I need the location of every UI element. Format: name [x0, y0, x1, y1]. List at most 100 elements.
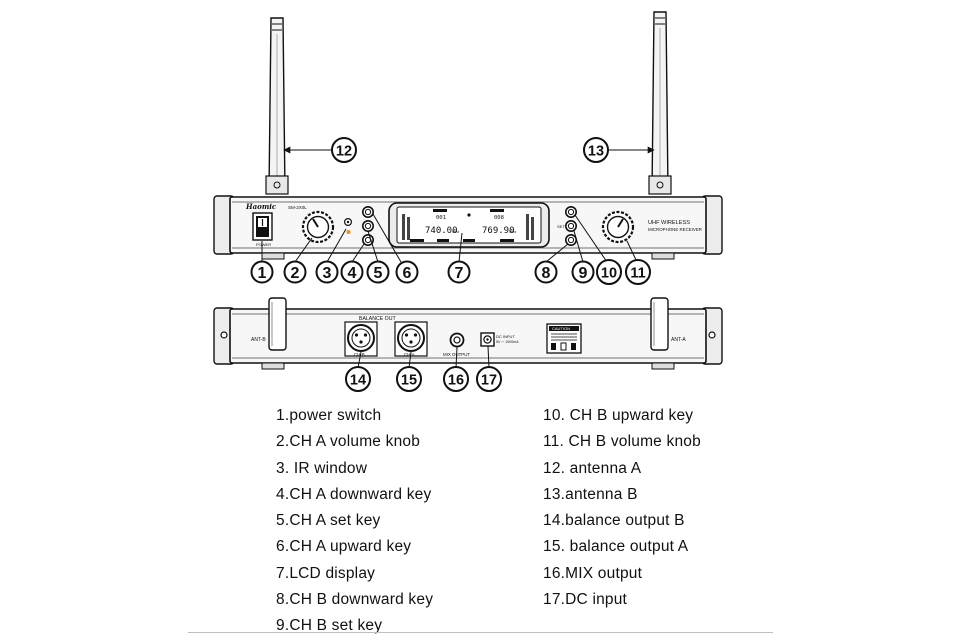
- ant-a-label: ANT-A: [671, 337, 686, 343]
- callout-10-label: 10: [601, 266, 617, 282]
- dc-input-spec: 5V ⎓ 1000mA: [496, 340, 519, 344]
- lcd-display: 001 008 740.00 MHz 769.90 MHz: [388, 202, 550, 248]
- callout-2: 2: [283, 260, 307, 284]
- caution-sticker: CAUTION: [546, 323, 582, 354]
- callout-1-label: 1: [258, 265, 267, 282]
- callout-16: 16: [443, 366, 469, 392]
- uhf-subtitle: MICROPHONE RECEIVER: [648, 227, 702, 232]
- lcd-meter-left: [402, 214, 410, 240]
- caution-label: CAUTION: [552, 326, 570, 331]
- legend-item-ch-a-set-key: 5.CH A set key: [276, 512, 381, 530]
- balance-output-b-connector[interactable]: CH-B: [344, 321, 378, 357]
- lcd-ch-a-unit: MHz: [452, 230, 459, 234]
- rear-antenna-b-base: [268, 297, 287, 351]
- callout-7: 7: [447, 260, 471, 284]
- uhf-title: UHF WIRELESS: [648, 220, 690, 226]
- ch-b-label: CH-B: [354, 352, 365, 357]
- callout-12: 12: [331, 137, 357, 163]
- legend-item-ch-a-downward-key: 4.CH A downward key: [276, 485, 432, 503]
- legend-item-balance-output-b: 14.balance output B: [543, 512, 685, 530]
- legend-item-antenna-a: 12. antenna A: [543, 459, 642, 477]
- ch-b-volume-knob[interactable]: [601, 210, 635, 244]
- legend-item-ch-a-volume-knob: 2.CH A volume knob: [276, 433, 421, 451]
- legend-right: 10. CH B upward key 11. CH B volume knob…: [543, 403, 701, 613]
- callout-5-label: 5: [374, 265, 383, 282]
- legend-item-balance-output-a: 15. balance output A: [543, 538, 689, 556]
- balance-out-label: BALANCE OUT: [359, 316, 396, 322]
- callout-6: 6: [395, 260, 419, 284]
- ch-a-set-key[interactable]: [361, 220, 374, 233]
- power-label: POWER: [256, 242, 271, 247]
- front-panel: Haomic SM-2X0L POWER: [213, 195, 723, 260]
- callout-17: 17: [476, 366, 502, 392]
- callout-3-label: 3: [323, 265, 332, 282]
- ch-a-label: CH-A: [404, 352, 415, 357]
- legend-item-power-switch: 1.power switch: [276, 407, 382, 424]
- lcd-ch-b-unit: MHz: [509, 230, 516, 234]
- lcd-meter-right: [526, 214, 534, 240]
- ch-b-upward-key[interactable]: [564, 206, 577, 219]
- balance-output-a-connector[interactable]: CH-A: [394, 321, 428, 357]
- lcd-ch-a-channel: 001: [436, 215, 446, 221]
- callout-4-label: 4: [348, 265, 357, 282]
- ch-b-downward-key[interactable]: [564, 234, 577, 247]
- callout-14-label: 14: [350, 373, 366, 389]
- lcd-ch-b-freq: 769.90: [482, 226, 515, 236]
- callout-4: 4: [340, 260, 364, 284]
- callout-1: 1: [250, 260, 274, 284]
- legend-item-ch-b-upward-key: 10. CH B upward key: [543, 407, 694, 424]
- callouts: 1 2 3 4 5 6 7 8 9 10 11 12 13 14 15 16 1…: [250, 137, 651, 392]
- callout-14: 14: [345, 366, 371, 392]
- leader-lines: [261, 146, 655, 369]
- legend-item-antenna-b: 13.antenna B: [543, 485, 638, 503]
- callout-15-label: 15: [401, 373, 417, 389]
- callout-8: 8: [534, 260, 558, 284]
- callout-8-label: 8: [542, 265, 551, 282]
- legend-item-ch-b-volume-knob: 11. CH B volume knob: [543, 433, 701, 451]
- lcd-status-bars: [410, 239, 514, 242]
- callout-13-label: 13: [588, 144, 604, 160]
- callout-5: 5: [366, 260, 390, 284]
- ant-b-label: ANT-B: [251, 337, 266, 343]
- brand-logo: Haomic: [245, 202, 277, 211]
- power-switch[interactable]: POWER: [252, 212, 273, 247]
- callout-9: 9: [571, 260, 595, 284]
- model-label: SM-2X0L: [288, 205, 307, 210]
- dc-input-jack[interactable]: DC INPUT 5V ⎓ 1000mA: [480, 332, 519, 347]
- callout-13: 13: [583, 137, 609, 163]
- legend-item-ir-window: 3. IR window: [276, 459, 368, 477]
- legend-left: 1.power switch 2.CH A volume knob 3. IR …: [276, 403, 433, 640]
- lcd-ch-a-freq: 740.00: [425, 226, 458, 236]
- legend-item-mix-output: 16.MIX output: [543, 564, 643, 582]
- ir-window: [344, 218, 353, 234]
- legend-item-ch-b-set-key: 9.CH B set key: [276, 617, 383, 635]
- ch-a-upward-key[interactable]: [361, 206, 374, 219]
- dc-input-label: DC INPUT: [496, 334, 515, 339]
- callout-10: 10: [596, 259, 622, 285]
- antenna-left: [265, 17, 289, 195]
- legend-item-lcd-display: 7.LCD display: [276, 564, 376, 582]
- bottom-divider: [188, 632, 773, 633]
- callout-9-label: 9: [579, 265, 588, 282]
- lcd-ch-b-channel: 008: [494, 215, 504, 221]
- rear-antenna-a-base: [650, 297, 669, 351]
- callout-3: 3: [315, 260, 339, 284]
- antenna-right: [648, 11, 672, 195]
- callout-11: 11: [625, 259, 651, 285]
- legend-item-ch-b-downward-key: 8.CH B downward key: [276, 591, 434, 609]
- callout-12-label: 12: [336, 144, 352, 160]
- callout-2-label: 2: [291, 265, 300, 282]
- ch-b-set-key[interactable]: SET: [557, 220, 577, 233]
- callout-7-label: 7: [455, 265, 464, 282]
- legend-item-ch-a-upward-key: 6.CH A upward key: [276, 538, 412, 556]
- callout-6-label: 6: [403, 265, 412, 282]
- callout-15: 15: [396, 366, 422, 392]
- callout-16-label: 16: [448, 373, 464, 389]
- callout-11-label: 11: [630, 266, 645, 282]
- legend-item-dc-input: 17.DC input: [543, 591, 628, 609]
- rear-panel: ANT-B ANT-A BALANCE OUT CH-B CH-A MIX O: [213, 297, 723, 370]
- ch-a-volume-knob[interactable]: [301, 210, 335, 244]
- callout-17-label: 17: [481, 373, 497, 389]
- set-label: SET: [557, 224, 565, 229]
